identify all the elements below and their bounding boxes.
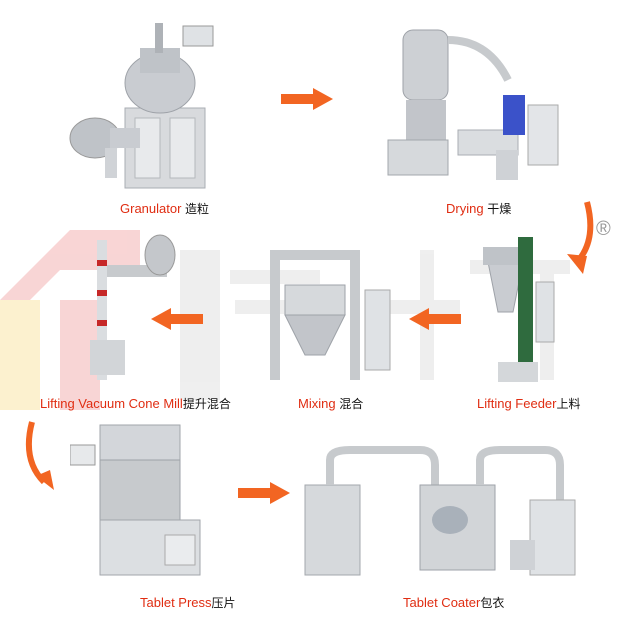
label-granulator-zh: 造粒 <box>185 202 210 216</box>
label-lifting-feeder-en: Lifting Feeder <box>477 396 557 411</box>
label-tablet-press-en: Tablet Press <box>140 595 212 610</box>
granulator-image <box>69 23 214 189</box>
label-mixing-zh: 混合 <box>339 397 364 411</box>
label-lifting-cone-mill: Lifting Vacuum Cone Mill提升混合 <box>40 395 231 412</box>
dryer-image <box>387 29 559 180</box>
label-tablet-press: Tablet Press压片 <box>140 594 236 611</box>
arrow-right-2 <box>238 482 290 504</box>
tablet-press-image <box>70 424 201 576</box>
lifting-feeder-image <box>483 237 555 382</box>
label-drying-en: Drying <box>446 201 484 216</box>
label-tablet-coater: Tablet Coater包衣 <box>403 594 504 611</box>
label-granulator: Granulator 造粒 <box>120 200 209 217</box>
registered-mark: ® <box>596 218 611 240</box>
label-tablet-coater-en: Tablet Coater <box>403 595 481 610</box>
arrow-curved-down-2 <box>25 421 54 490</box>
arrow-left-2 <box>151 308 203 330</box>
label-lifting-feeder-zh: 上料 <box>556 397 581 411</box>
label-mixing: Mixing 混合 <box>298 395 363 412</box>
label-lifting-cone-mill-zh: 提升混合 <box>182 397 231 411</box>
arrow-right-1 <box>281 88 333 110</box>
label-mixing-en: Mixing <box>298 396 336 411</box>
tablet-coater-image <box>304 446 576 576</box>
label-granulator-en: Granulator <box>120 201 182 216</box>
label-tablet-press-zh: 压片 <box>211 596 236 610</box>
lifting-cone-mill-image <box>90 234 176 380</box>
label-drying-zh: 干燥 <box>487 202 512 216</box>
label-tablet-coater-zh: 包衣 <box>480 596 505 610</box>
arrow-left-1 <box>409 308 461 330</box>
label-lifting-cone-mill-en: Lifting Vacuum Cone Mill <box>40 396 183 411</box>
mixer-image <box>270 250 391 380</box>
label-lifting-feeder: Lifting Feeder上料 <box>477 395 581 412</box>
label-drying: Drying 干燥 <box>446 200 511 217</box>
arrow-curved-down-1 <box>567 201 594 274</box>
